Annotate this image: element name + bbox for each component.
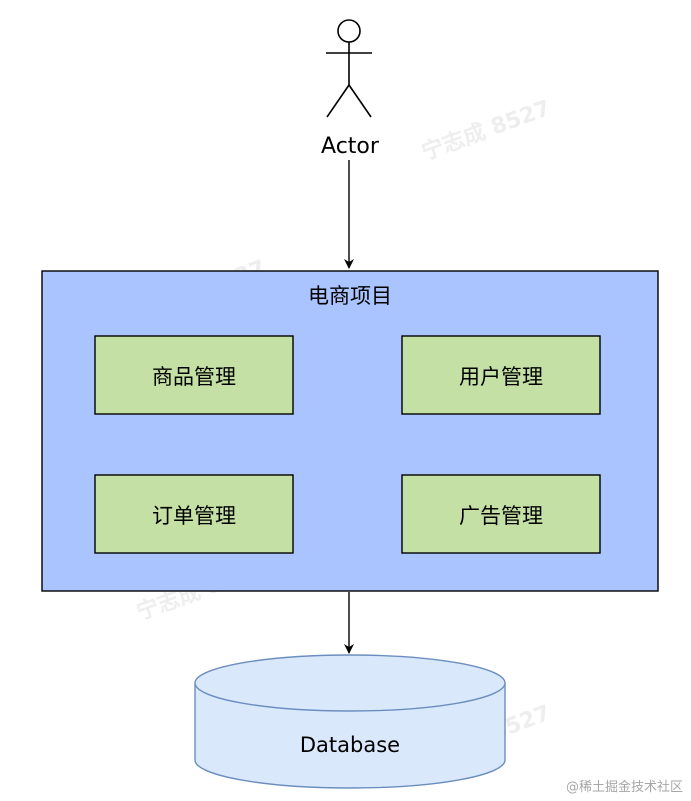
database-cylinder[interactable]: Database — [194, 654, 506, 789]
actor-right-leg — [348, 84, 372, 118]
watermark-text: 宁志成 8527 — [418, 95, 554, 166]
database-label: Database — [300, 733, 400, 757]
module-label: 广告管理 — [459, 504, 543, 528]
module-label: 商品管理 — [152, 365, 236, 389]
actor-left-leg — [326, 84, 350, 118]
system-title: 电商项目 — [308, 284, 392, 308]
watermark-credit: @稀土掘金技术社区 — [565, 780, 683, 795]
module-ad-management[interactable]: 广告管理 — [401, 474, 601, 554]
module-box — [94, 335, 294, 415]
module-label: 订单管理 — [152, 504, 236, 528]
actor[interactable]: Actor — [321, 19, 380, 159]
actor-head — [337, 19, 361, 43]
module-box — [401, 335, 601, 415]
module-box — [94, 474, 294, 554]
module-product-management[interactable]: 商品管理 — [94, 335, 294, 415]
module-box — [401, 474, 601, 554]
module-user-management[interactable]: 用户管理 — [401, 335, 601, 415]
actor-label: Actor — [321, 134, 380, 159]
module-label: 用户管理 — [459, 365, 543, 389]
database-top — [194, 654, 506, 712]
module-order-management[interactable]: 订单管理 — [94, 474, 294, 554]
database-body — [194, 683, 506, 789]
